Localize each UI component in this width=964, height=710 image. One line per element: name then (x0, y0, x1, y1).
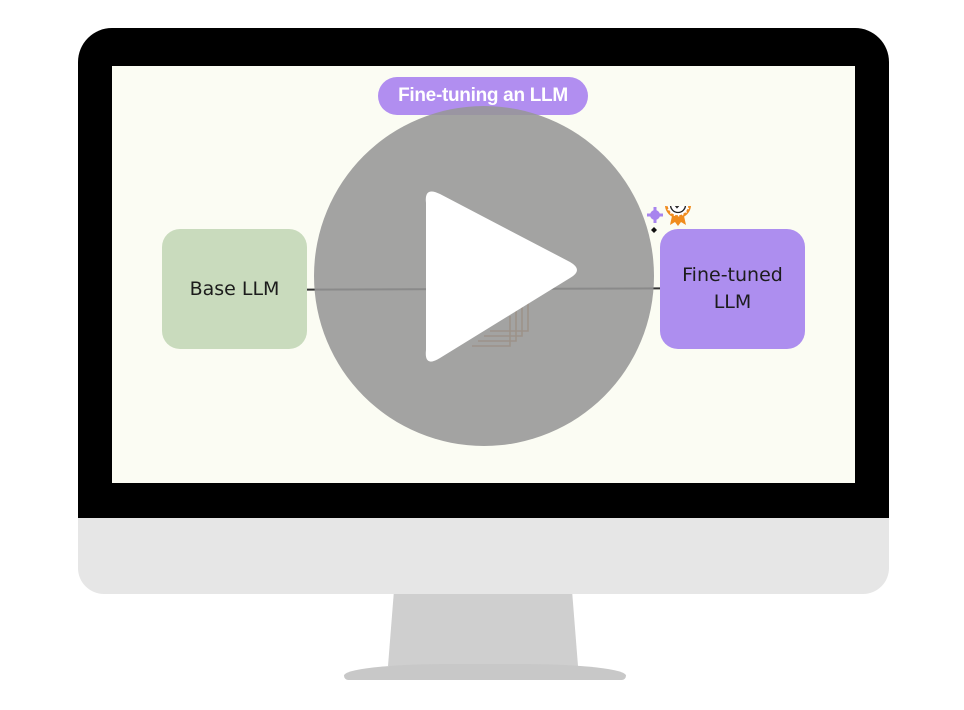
monitor-chin (78, 518, 889, 594)
base-llm-label: Base LLM (189, 277, 280, 300)
play-icon (425, 191, 577, 362)
fine-tuned-llm-box: Fine-tuned LLM (660, 229, 805, 349)
certified-badge-icon (647, 206, 691, 233)
base-llm-box: Base LLM (162, 229, 307, 349)
play-button[interactable] (314, 106, 654, 446)
monitor-stand-foot (344, 664, 626, 680)
monitor-stand-neck (388, 594, 578, 666)
fine-tuned-llm-label: Fine-tuned LLM (682, 264, 783, 313)
